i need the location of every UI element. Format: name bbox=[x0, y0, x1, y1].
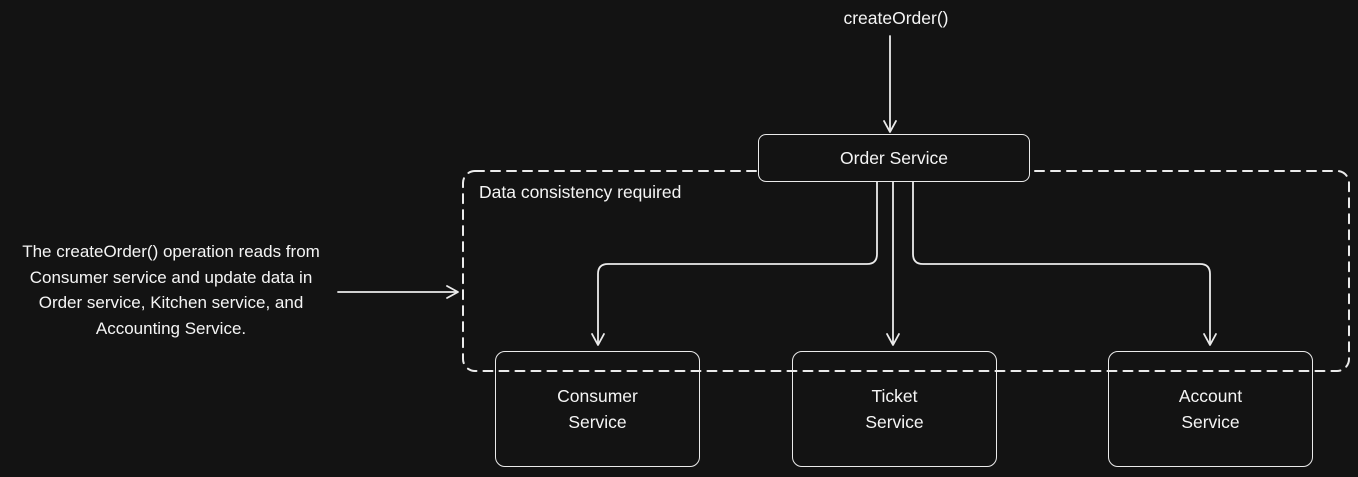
create-order-arrow bbox=[883, 35, 897, 133]
order-to-ticket-arrow bbox=[886, 181, 900, 346]
annotation-arrow bbox=[337, 285, 459, 299]
data-consistency-label: Data consistency required bbox=[479, 182, 682, 202]
account-service-node: Account Service bbox=[1108, 351, 1313, 467]
ticket-service-node: Ticket Service bbox=[792, 351, 997, 467]
create-order-label: createOrder() bbox=[843, 8, 949, 28]
order-to-consumer-arrow bbox=[591, 181, 878, 346]
consumer-service-label: Consumer Service bbox=[557, 386, 638, 432]
annotation-text: The createOrder() operation reads from C… bbox=[22, 242, 320, 339]
order-service-node: Order Service bbox=[758, 134, 1030, 182]
account-service-label: Account Service bbox=[1178, 386, 1243, 432]
order-to-account-arrow bbox=[912, 181, 1217, 346]
consumer-service-node: Consumer Service bbox=[495, 351, 700, 467]
order-service-label: Order Service bbox=[840, 148, 948, 168]
ticket-service-label: Ticket Service bbox=[865, 386, 924, 432]
